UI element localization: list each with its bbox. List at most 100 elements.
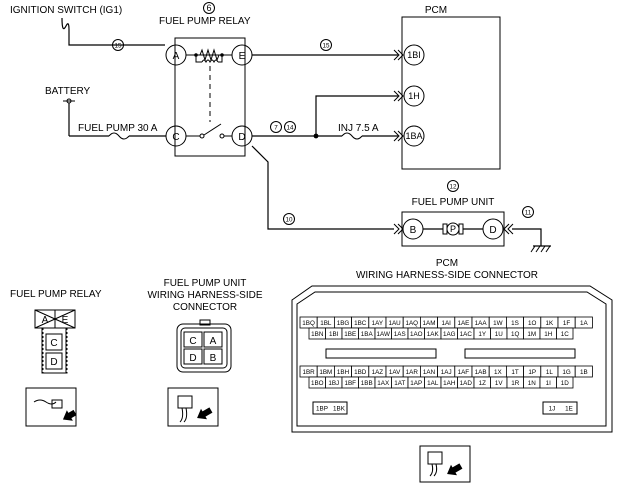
pcm-pin-1aa: 1AA <box>471 316 490 329</box>
svg-text:1BO: 1BO <box>311 380 324 387</box>
pcm-terminal-1bi: 1BI <box>403 44 425 66</box>
pcm-pin-1ad: 1AD <box>457 376 475 389</box>
pcm-pin-1ak: 1AK <box>424 327 442 340</box>
svg-text:1AA: 1AA <box>475 320 488 327</box>
svg-text:1AH: 1AH <box>443 380 456 387</box>
relay-connector-pin-d: D <box>50 357 57 368</box>
pcm-connector-title-1: PCM <box>436 258 458 269</box>
pcm-pin-1bj: 1BJ <box>325 376 343 389</box>
svg-text:1BE: 1BE <box>344 331 356 338</box>
svg-text:1BH: 1BH <box>337 369 350 376</box>
pcm-pin-1r: 1R <box>506 376 524 389</box>
pcm-connector-locator-icon <box>419 445 471 483</box>
pcm-pin-1bm: 1BM <box>316 365 335 378</box>
pump-connector-pin-d: D <box>189 353 196 364</box>
pcm-pin-1ay: 1AY <box>368 316 387 329</box>
ig1-wire-number: 15 <box>114 43 122 50</box>
svg-text:1AK: 1AK <box>427 331 440 338</box>
svg-text:1AF: 1AF <box>458 369 470 376</box>
relay-pcm-wire-marker: 15 <box>320 39 332 51</box>
pcm-pin-1f: 1F <box>557 316 576 329</box>
battery-label: BATTERY <box>45 86 91 97</box>
pcm-box <box>401 16 501 170</box>
pcm-pin-1ax: 1AX <box>374 376 392 389</box>
pcm-pin-1p: 1P <box>523 365 542 378</box>
svg-text:1AI: 1AI <box>441 320 451 327</box>
svg-text:1BI: 1BI <box>329 331 339 338</box>
pcm-pin-1t: 1T <box>505 365 524 378</box>
pcm-pin-1u: 1U <box>490 327 508 340</box>
pcm-pin-1bh: 1BH <box>333 365 352 378</box>
pcm-pin-1bo: 1BO <box>308 376 326 389</box>
relay-d-wire-marker-a: 7 <box>270 121 282 133</box>
pcm-pin-1d: 1D <box>556 376 574 389</box>
svg-text:1Z: 1Z <box>479 380 487 387</box>
svg-text:1AO: 1AO <box>410 331 423 338</box>
ground-wire-marker: 11 <box>522 206 534 218</box>
svg-text:1G: 1G <box>562 369 571 376</box>
pcm-pin-1h: 1H <box>539 327 557 340</box>
pcm-pin-1bi: 1BI <box>325 327 343 340</box>
svg-text:1AZ: 1AZ <box>372 369 384 376</box>
svg-text:1M: 1M <box>527 331 536 338</box>
pcm-terminal-1ba: 1BA <box>403 125 425 147</box>
pcm-pin-1b: 1B <box>574 365 593 378</box>
fuel-pump-fuse-label: FUEL PUMP 30 A <box>78 123 158 134</box>
pump-connector-title-3: CONNECTOR <box>173 302 237 313</box>
svg-text:1AX: 1AX <box>377 380 390 387</box>
pcm-corner-right-pin-2: 1E <box>565 406 573 413</box>
svg-text:1R: 1R <box>511 380 520 387</box>
pcm-terminal-1h-label: 1H <box>408 91 420 101</box>
pcm-pin-1am: 1AM <box>419 316 438 329</box>
svg-text:1K: 1K <box>546 320 555 327</box>
pcm-pin-1ap: 1AP <box>407 376 425 389</box>
pcm-pin-1al: 1AL <box>424 376 442 389</box>
pcm-corner-left-pin-2: 1BK <box>333 406 346 413</box>
svg-text:1C: 1C <box>561 331 570 338</box>
relay-d-wire-marker-b: 14 <box>284 121 296 133</box>
pcm-pin-1y: 1Y <box>473 327 491 340</box>
svg-text:1AN: 1AN <box>423 369 436 376</box>
pcm-pin-1z: 1Z <box>473 376 491 389</box>
pcm-pin-1bn: 1BN <box>308 327 326 340</box>
pump-connector-locator-icon <box>167 387 219 427</box>
svg-text:1AY: 1AY <box>372 320 384 327</box>
pcm-terminal-1h: 1H <box>403 85 425 107</box>
pcm-title: PCM <box>425 5 447 16</box>
pcm-corner-left-pin-1: 1BP <box>316 406 328 413</box>
svg-text:1AR: 1AR <box>406 369 419 376</box>
svg-text:1BM: 1BM <box>319 369 332 376</box>
svg-text:1AM: 1AM <box>423 320 436 327</box>
pcm-connector-slot-left <box>325 348 437 359</box>
pump-connector-pin-c: C <box>189 336 196 347</box>
svg-text:1BA: 1BA <box>361 331 374 338</box>
svg-text:1AJ: 1AJ <box>441 369 452 376</box>
svg-text:1AP: 1AP <box>410 380 422 387</box>
pcm-pin-1bd: 1BD <box>351 365 370 378</box>
pump-terminal-d-label: D <box>489 225 496 236</box>
svg-text:1P: 1P <box>528 369 536 376</box>
pcm-connector-slot-right <box>464 348 576 359</box>
pcm-pin-1aj: 1AJ <box>437 365 456 378</box>
pcm-pin-1g: 1G <box>557 365 576 378</box>
ground-icon <box>530 245 551 253</box>
pcm-terminal-1bi-label: 1BI <box>407 50 421 60</box>
svg-text:1AV: 1AV <box>389 369 401 376</box>
svg-text:1BR: 1BR <box>302 369 315 376</box>
pcm-pin-1as: 1AS <box>391 327 409 340</box>
relay-d-wire-number-a: 7 <box>274 125 278 132</box>
pcm-pin-1an: 1AN <box>419 365 438 378</box>
pcm-pin-1ba: 1BA <box>358 327 376 340</box>
pcm-pin-1n: 1N <box>523 376 541 389</box>
fuel-pump-fuse-symbol <box>108 132 130 140</box>
svg-text:1BC: 1BC <box>354 320 367 327</box>
svg-text:1BD: 1BD <box>354 369 367 376</box>
ignition-switch-label: IGNITION SWITCH (IG1) <box>10 5 122 16</box>
svg-text:1L: 1L <box>546 369 554 376</box>
relay-connector-pin-a: A <box>42 315 49 326</box>
pcm-pin-1au: 1AU <box>385 316 404 329</box>
pcm-corner-right-pin-1: 1J <box>549 406 556 413</box>
svg-text:1U: 1U <box>495 331 504 338</box>
